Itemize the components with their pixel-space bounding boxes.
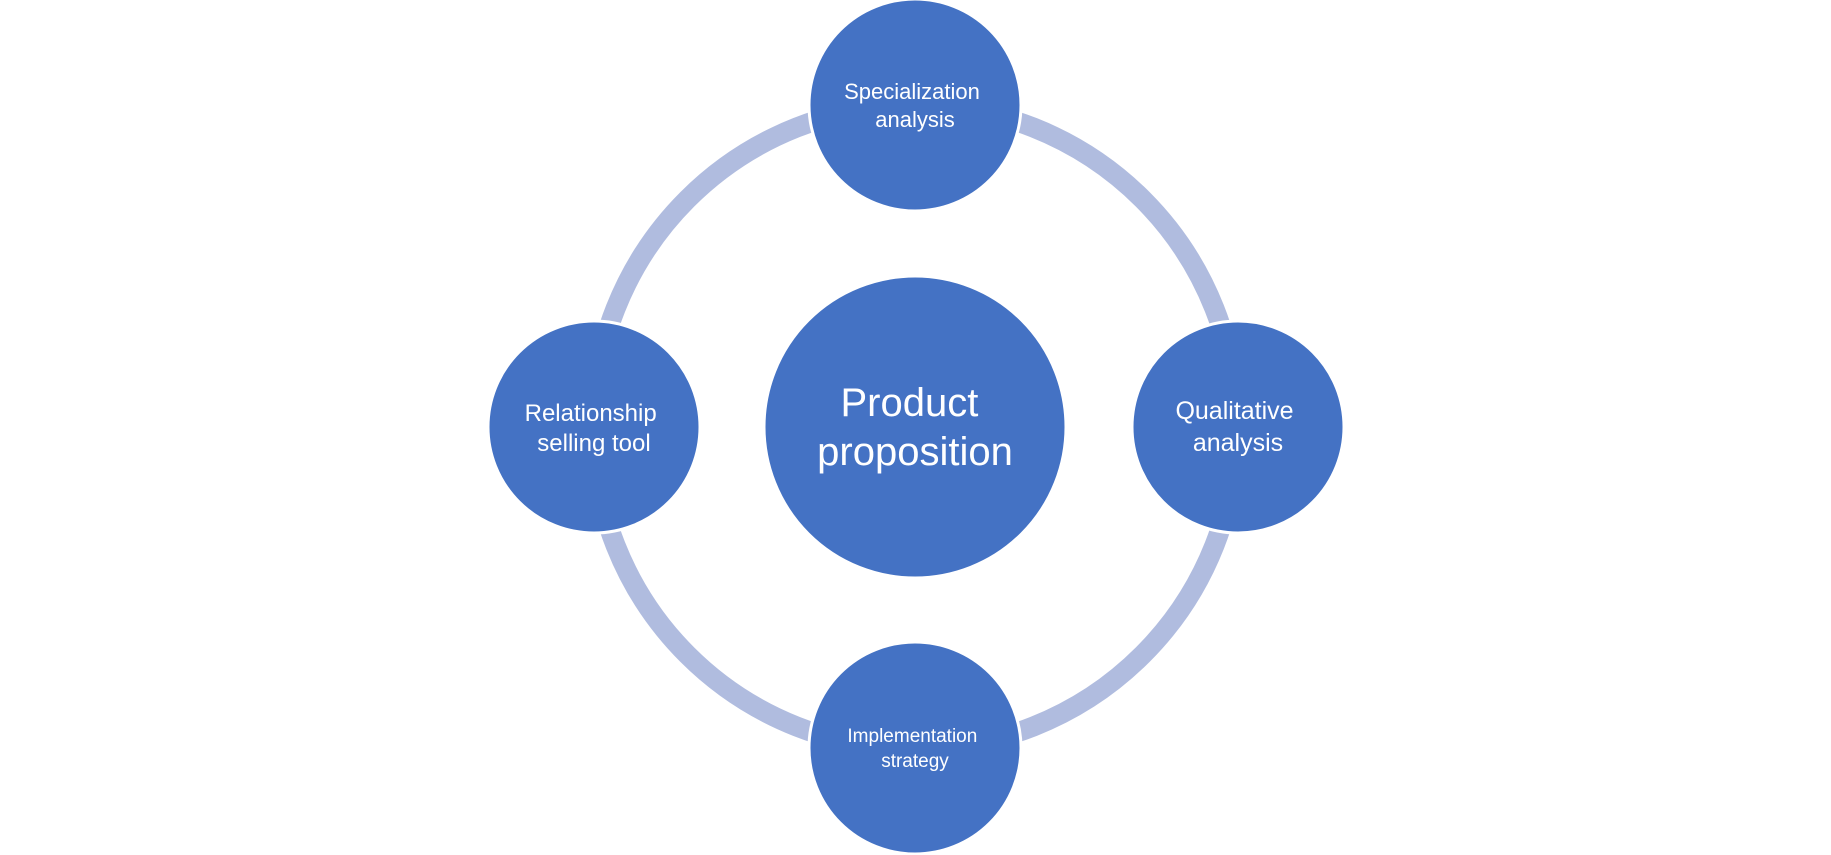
- node-circle-left: [486, 319, 702, 535]
- node-top-line-2: analysis: [875, 107, 954, 132]
- node-specialization-analysis: Specialization analysis: [807, 0, 1023, 213]
- node-circle-top: [807, 0, 1023, 213]
- node-right-line-1: Qualitative: [1175, 397, 1293, 425]
- node-bottom-line-1: Implementation: [847, 726, 977, 747]
- node-label-right: Qualitative analysis: [1175, 397, 1300, 457]
- node-circle-bottom: [807, 640, 1023, 855]
- node-left-line-2: selling tool: [537, 430, 650, 457]
- node-label-top: Specialization analysis: [844, 79, 986, 132]
- center-label-line-1: Product: [841, 381, 979, 425]
- center-label-line-2: proposition: [817, 430, 1013, 474]
- node-label-bottom: Implementation strategy: [847, 726, 982, 772]
- center-node-circle: [762, 274, 1068, 580]
- node-implementation-strategy: Implementation strategy: [807, 640, 1023, 855]
- node-top-line-1: Specialization: [844, 79, 980, 104]
- node-relationship-selling-tool: Relationship selling tool: [486, 319, 702, 535]
- node-bottom-line-2: strategy: [881, 751, 949, 772]
- node-right-line-2: analysis: [1193, 429, 1283, 457]
- node-circle-right: [1130, 319, 1346, 535]
- center-node: Product proposition: [762, 274, 1068, 580]
- node-label-left: Relationship selling tool: [525, 400, 664, 457]
- center-node-label: Product proposition: [817, 381, 1013, 474]
- node-qualitative-analysis: Qualitative analysis: [1130, 319, 1346, 535]
- node-left-line-1: Relationship: [525, 400, 657, 427]
